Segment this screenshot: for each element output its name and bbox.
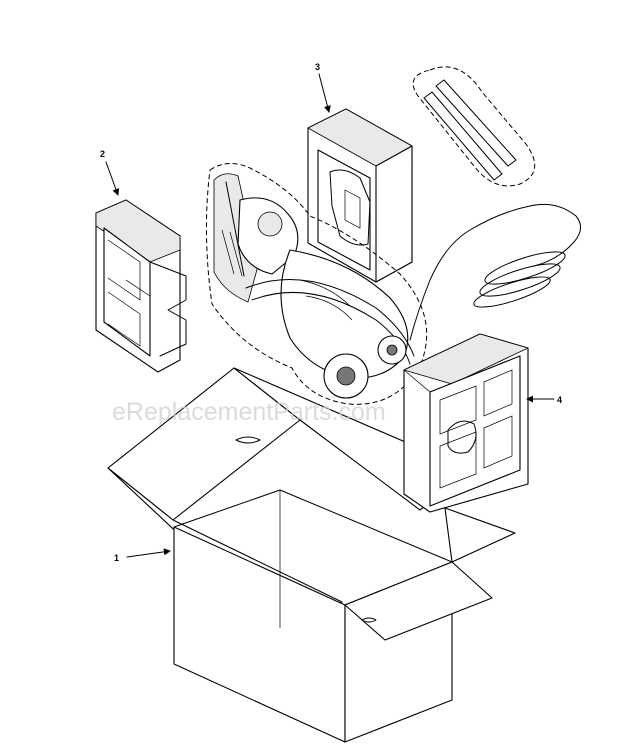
foam-right-pocket-3	[439, 431, 477, 489]
assembly-rear-hub	[386, 344, 398, 356]
assembly-texture	[221, 229, 243, 277]
assembly-body-ribs	[299, 279, 353, 321]
foam-left-pocket-2	[107, 291, 141, 347]
vacuum-upper-assembly[interactable]	[205, 163, 428, 405]
foam-left-face	[103, 227, 151, 357]
callout-4: 4	[557, 395, 562, 405]
wand-tube-1	[423, 91, 503, 181]
callout-2-leader	[105, 161, 120, 196]
foam-right-cradle	[447, 420, 477, 454]
foam-left-rib	[125, 279, 151, 297]
power-cord[interactable]	[409, 203, 581, 341]
carton-flap-front	[344, 561, 493, 641]
foam-right-top	[403, 333, 529, 385]
foam-top-side	[375, 145, 413, 283]
assembly-hose	[245, 279, 415, 357]
wand-tube-2	[435, 79, 517, 167]
power-cord-coil-3	[473, 276, 551, 308]
foam-right-face	[429, 355, 521, 507]
power-cord-coil-2	[479, 263, 561, 297]
wand-tubes-dashed-outline	[412, 66, 536, 187]
carton-hand-hole-back	[235, 436, 261, 444]
watermark: eReplacementParts.com	[112, 398, 386, 426]
foam-right-pocket-4	[483, 415, 513, 469]
callout-1-leader	[126, 548, 171, 558]
assembly-motor-cap	[257, 211, 283, 237]
foam-right-pocket-1	[439, 385, 477, 435]
power-cord-coil-1	[484, 251, 566, 285]
power-cord-lead	[409, 203, 581, 341]
callout-3-leader	[318, 73, 331, 113]
shipping-carton[interactable]	[107, 367, 516, 743]
foam-end-cap-right[interactable]	[403, 333, 529, 513]
foam-top-face	[317, 149, 371, 271]
carton-hand-hole-side	[361, 617, 377, 623]
carton-front-face	[173, 526, 346, 743]
foam-end-cap-top[interactable]	[307, 108, 413, 283]
carton-flap-right	[444, 507, 516, 563]
wand-tubes[interactable]	[412, 66, 536, 187]
foam-right-edge	[403, 369, 431, 393]
callout-2: 2	[100, 149, 105, 159]
foam-left-pocket-1	[107, 239, 141, 301]
foam-left-notch	[149, 261, 187, 357]
foam-end-cap-left[interactable]	[95, 199, 187, 373]
foam-right-pocket-2	[483, 369, 513, 417]
foam-top-slot	[344, 189, 361, 229]
assembly-wheel-hub	[336, 366, 356, 386]
callout-3: 3	[315, 62, 320, 72]
foam-top-cradle	[329, 169, 371, 246]
assembly-handle-grip	[213, 173, 259, 303]
assembly-handle-rail	[225, 181, 245, 277]
callout-1: 1	[114, 553, 119, 563]
